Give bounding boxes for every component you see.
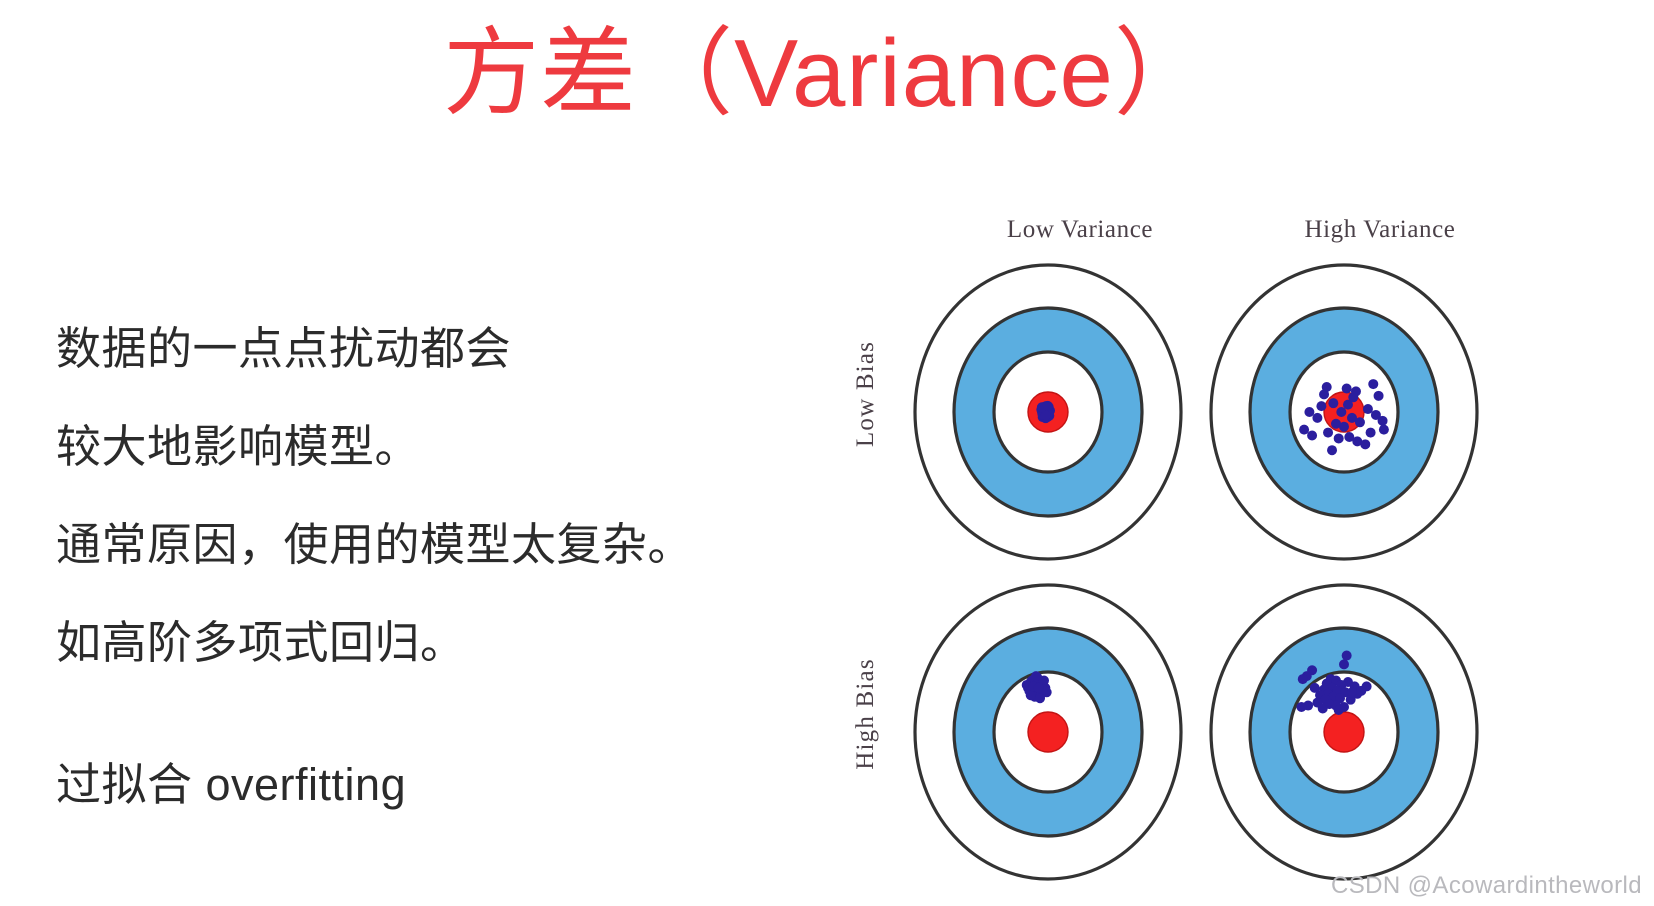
- column-header-high-variance: High Variance: [1304, 216, 1456, 243]
- body-spacer: [56, 692, 796, 736]
- target-svg: [1209, 263, 1479, 561]
- scatter-dot: [1341, 383, 1352, 394]
- scatter-dot: [1333, 704, 1344, 715]
- scatter-dot: [1296, 702, 1307, 713]
- scatter-dot: [1346, 687, 1357, 698]
- scatter-dot: [1339, 659, 1349, 670]
- scatter-dot: [1342, 399, 1353, 410]
- column-header-low-variance: Low Variance: [1006, 216, 1154, 243]
- target-low-bias-low-variance: [912, 262, 1184, 562]
- bias-variance-figure: Low Variance High Variance Low Bias High…: [830, 190, 1654, 906]
- target-svg: [913, 583, 1183, 881]
- scatter-dot: [1042, 400, 1053, 411]
- scatter-dot: [1365, 427, 1376, 438]
- scatter-dot: [1373, 390, 1384, 401]
- scatter-dot: [1040, 410, 1051, 421]
- scatter-dot: [1317, 703, 1328, 714]
- target-high-bias-high-variance: [1208, 582, 1480, 882]
- row-header-low-bias: Low Bias: [852, 340, 879, 448]
- scatter-dot: [1352, 436, 1363, 447]
- scatter-dot: [1319, 389, 1330, 400]
- target-low-bias-high-variance: [1208, 262, 1480, 562]
- scatter-dot: [1362, 404, 1373, 415]
- scatter-dot: [1309, 682, 1320, 693]
- scatter-dot: [1333, 433, 1344, 444]
- scatter-points: [1296, 650, 1372, 715]
- scatter-dot: [1368, 379, 1379, 390]
- body-line-2: 较大地影响模型。: [56, 421, 421, 472]
- scatter-dot: [1323, 427, 1334, 438]
- body-line-1: 数据的一点点扰动都会: [56, 323, 512, 374]
- scatter-dot: [1335, 693, 1346, 704]
- scatter-dot: [1356, 685, 1367, 696]
- scatter-dot: [1035, 693, 1046, 704]
- scatter-points: [1021, 671, 1052, 704]
- target-svg: [1209, 583, 1479, 881]
- scatter-dot: [1339, 421, 1349, 432]
- csdn-watermark: CSDN @Acowardintheworld: [1330, 872, 1642, 899]
- scatter-dot: [1341, 650, 1352, 661]
- scatter-dot: [1328, 398, 1339, 409]
- scatter-points: [1036, 400, 1055, 424]
- body-line-3: 通常原因，使用的模型太复杂。: [56, 519, 694, 570]
- scatter-dot: [1354, 417, 1365, 428]
- page-title: 方差（Variance）: [443, 20, 1211, 127]
- scatter-dot: [1344, 431, 1355, 442]
- scatter-dot: [1307, 430, 1318, 441]
- scatter-dot: [1360, 439, 1371, 450]
- scatter-dot: [1297, 674, 1308, 685]
- scatter-dot: [1312, 412, 1323, 423]
- scatter-dot: [1031, 671, 1042, 682]
- body-line-4: 如高阶多项式回归。: [56, 617, 466, 668]
- row-header-high-bias: High Bias: [852, 658, 879, 770]
- scatter-dot: [1377, 415, 1388, 426]
- scatter-dot: [1033, 682, 1044, 693]
- body-line-5: 过拟合 overfitting: [56, 759, 407, 810]
- scatter-dot: [1346, 412, 1357, 423]
- scatter-dot: [1025, 690, 1036, 701]
- scatter-dot: [1299, 424, 1310, 435]
- scatter-dot: [1327, 445, 1338, 456]
- scatter-dot: [1336, 407, 1347, 417]
- scatter-points: [1299, 379, 1389, 456]
- target-svg: [913, 263, 1183, 561]
- scatter-dot: [1331, 418, 1342, 429]
- scatter-dot: [1370, 409, 1381, 420]
- scatter-dot: [1350, 386, 1361, 397]
- scatter-dot: [1378, 424, 1389, 435]
- body-text-block: 数据的一点点扰动都会 较大地影响模型。 通常原因，使用的模型太复杂。 如高阶多项…: [56, 300, 796, 834]
- scatter-dot: [1304, 407, 1315, 417]
- target-high-bias-low-variance: [912, 582, 1184, 882]
- scatter-dot: [1316, 401, 1327, 412]
